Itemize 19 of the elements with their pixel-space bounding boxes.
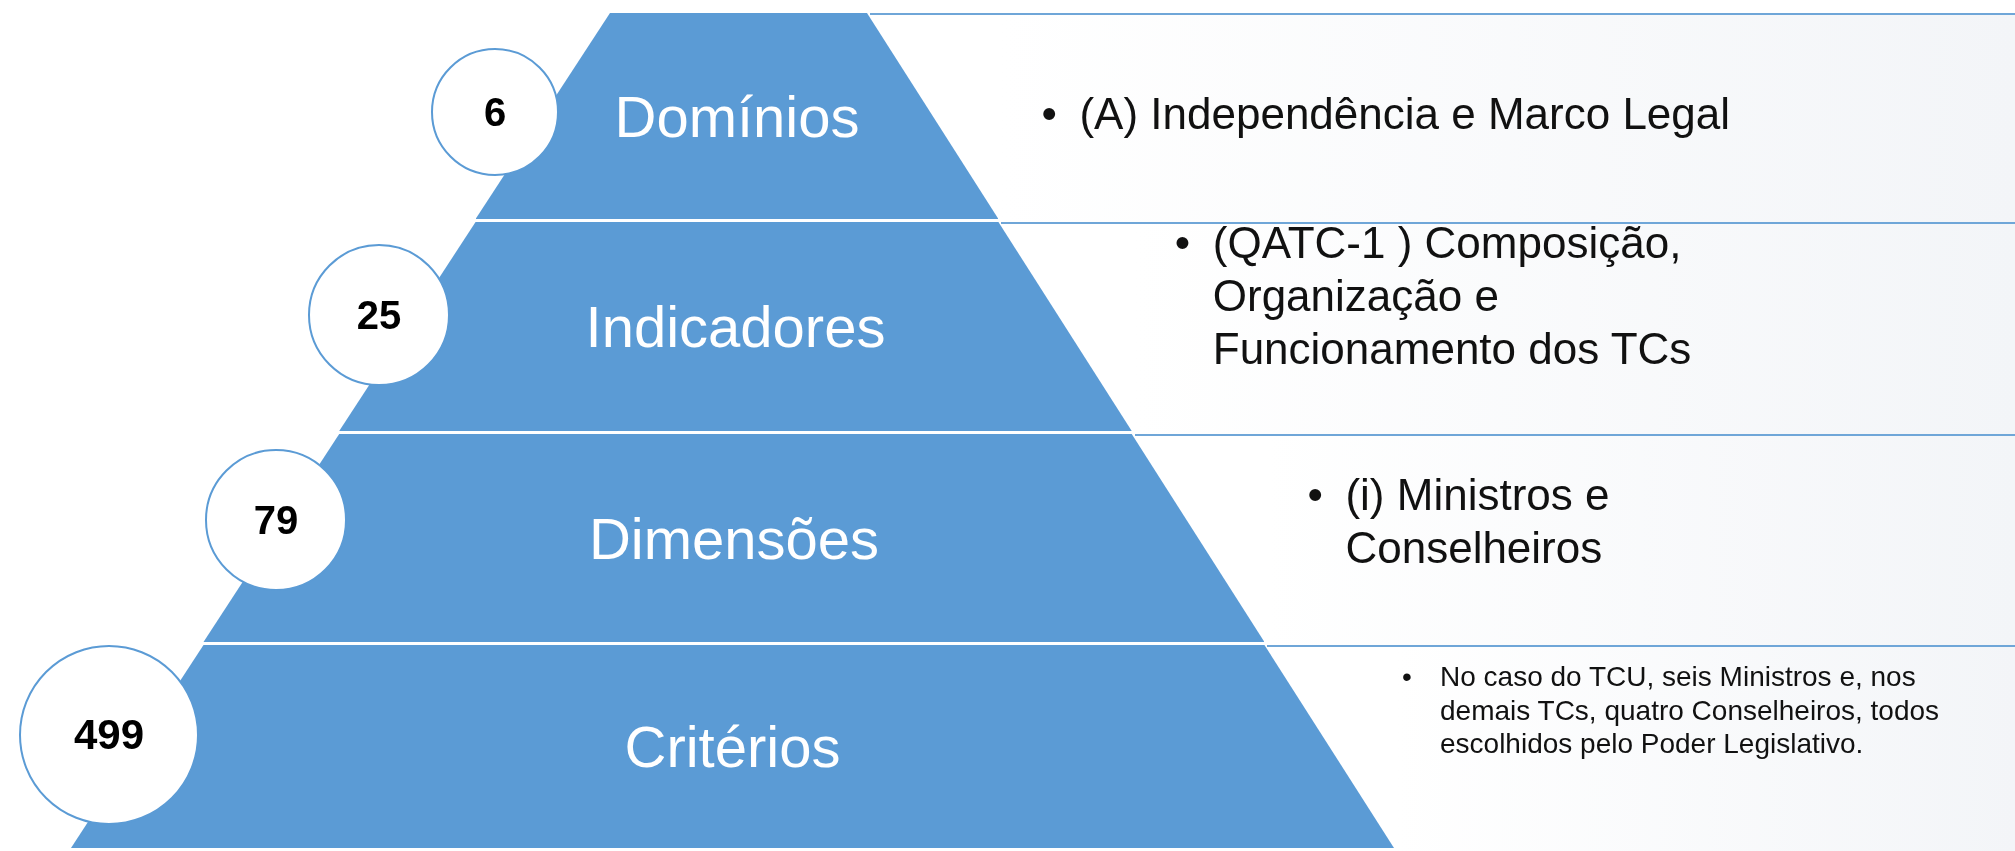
text-panel <box>1001 13 2015 222</box>
bullet-mark: • <box>1174 217 1192 269</box>
bullet-text: (i) Ministros e Conselheiros <box>1345 469 1611 574</box>
count-circle: 6 <box>431 48 559 176</box>
bullet-mark: • <box>1041 88 1058 140</box>
count-circle: 25 <box>308 244 450 386</box>
bullet-text: (A) Independência e Marco Legal <box>1079 88 1731 140</box>
count-circle: 499 <box>19 645 199 825</box>
text-panel <box>1134 222 2015 434</box>
text-panel <box>1267 434 2015 645</box>
tier-label: Dimensões <box>588 504 879 572</box>
tier-label: Critérios <box>624 713 841 780</box>
tier-label: Indicadores <box>585 293 886 360</box>
bullet-mark: • <box>1402 660 1413 694</box>
bullet-text: No caso do TCU, seis Ministros e, nos demais TCs, quatro Conselheiros, todos escolhidos pelo Poder Legislativo. <box>1440 660 1941 761</box>
tier-label: Domínios <box>614 82 860 150</box>
text-panel <box>1397 645 2015 851</box>
bullet-text: (QATC-1 ) Composição, Organização e Funcionamento dos TCs <box>1212 217 1693 375</box>
bullet-mark: • <box>1307 469 1324 521</box>
